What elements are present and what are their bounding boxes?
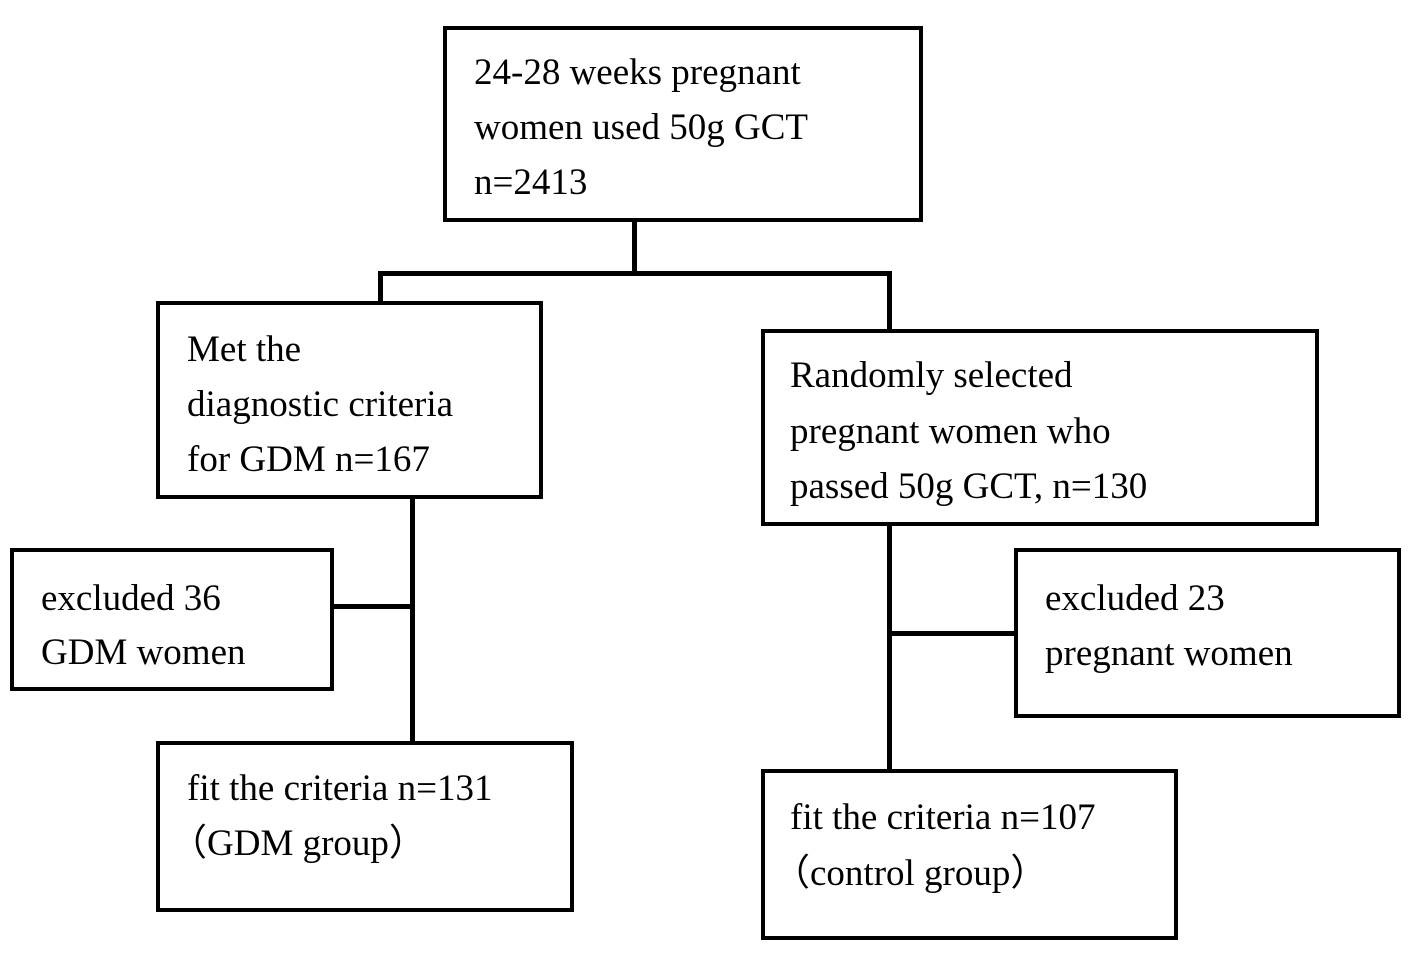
gdm-group-line-1: fit the criteria n=131 [187, 768, 493, 809]
connector-to-gdm [378, 271, 383, 303]
connector-control-excluded [887, 631, 1018, 636]
gdm-excluded-line-2: GDM women [41, 632, 246, 673]
control-selected-line-1: Randomly selected [790, 355, 1073, 396]
gdm-criteria-line-1: Met the [187, 329, 302, 370]
gdm-criteria-line-3: for GDM n=167 [187, 439, 430, 480]
root-line-1: 24-28 weeks pregnant [474, 52, 801, 93]
connector-split-horizontal [378, 271, 892, 276]
connector-to-control [887, 271, 892, 332]
connector-gdm-vertical [410, 495, 415, 745]
root-line-3: n=2413 [474, 162, 588, 203]
control-excluded-box: excluded 23 pregnant women [1014, 548, 1401, 718]
control-group-box: fit the criteria n=107 （control group） [761, 769, 1178, 940]
gdm-criteria-box: Met the diagnostic criteria for GDM n=16… [156, 301, 543, 499]
control-selected-line-2: pregnant women who [790, 411, 1111, 452]
gdm-criteria-line-2: diagnostic criteria [187, 384, 454, 425]
gdm-excluded-box: excluded 36 GDM women [10, 548, 334, 691]
root-line-2: women used 50g GCT [474, 107, 808, 148]
control-selected-line-3: passed 50g GCT, n=130 [790, 466, 1148, 507]
connector-root-down [632, 218, 637, 276]
connector-gdm-excluded [330, 604, 414, 609]
gdm-excluded-line-1: excluded 36 [41, 578, 221, 619]
control-selected-box: Randomly selected pregnant women who pas… [761, 329, 1319, 526]
gdm-group-line-2: （GDM group） [170, 823, 426, 864]
connector-control-vertical [887, 522, 892, 772]
control-group-line-2: （control group） [773, 853, 1048, 894]
control-group-line-1: fit the criteria n=107 [790, 797, 1096, 838]
root-box: 24-28 weeks pregnant women used 50g GCT … [443, 26, 923, 222]
gdm-group-box: fit the criteria n=131 （GDM group） [156, 741, 574, 912]
control-excluded-line-1: excluded 23 [1045, 578, 1225, 619]
control-excluded-line-2: pregnant women [1045, 633, 1293, 674]
